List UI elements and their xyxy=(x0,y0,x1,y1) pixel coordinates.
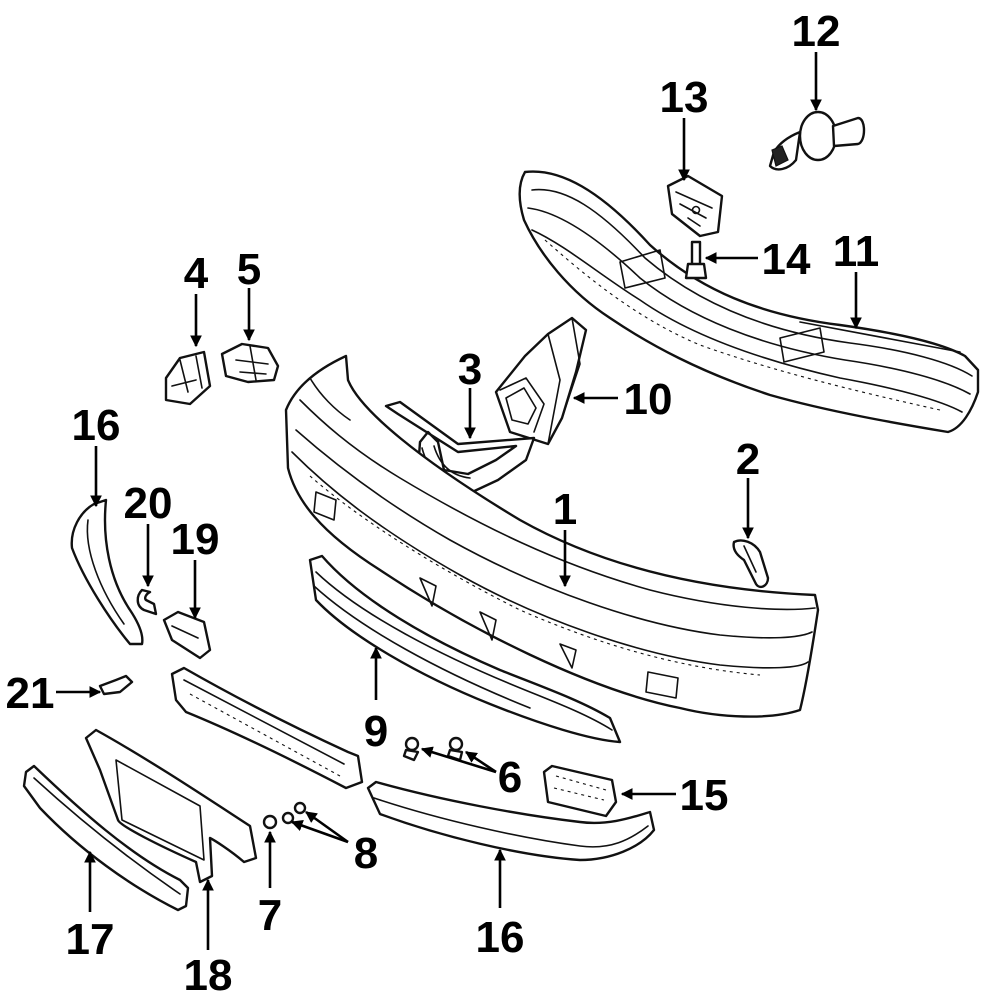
callout-20: 20 xyxy=(124,479,173,528)
callout-10: 10 xyxy=(624,375,673,424)
callout-5: 5 xyxy=(237,245,261,294)
leader-8b xyxy=(305,810,349,844)
callout-21: 21 xyxy=(6,669,55,718)
license-bracket-part xyxy=(170,666,364,790)
callout-3: 3 xyxy=(458,345,482,394)
bulb-part xyxy=(768,110,866,171)
bracket-part-5 xyxy=(220,342,280,384)
reinforcement-bar-part xyxy=(518,170,980,434)
callout-6: 6 xyxy=(498,753,522,802)
bumper-cover-part xyxy=(284,354,820,718)
leader-8a xyxy=(290,820,349,844)
callout-18: 18 xyxy=(184,951,233,1000)
fog-light-part xyxy=(542,764,618,818)
callout-8: 8 xyxy=(354,829,378,878)
callout-2: 2 xyxy=(736,435,760,484)
callout-19: 19 xyxy=(171,515,220,564)
lower-molding-part xyxy=(22,764,190,912)
plate-frame-part xyxy=(84,728,258,884)
callout-labels: 1 2 3 4 5 6 7 8 9 10 11 12 13 14 15 16 1… xyxy=(6,7,880,1000)
callout-9: 9 xyxy=(364,707,388,756)
callout-1: 1 xyxy=(553,485,577,534)
bracket-part-4 xyxy=(164,350,212,406)
bracket-part-13 xyxy=(666,174,724,238)
fastener-parts-6 xyxy=(402,736,464,762)
bolt-part-14 xyxy=(684,240,708,280)
callout-7: 7 xyxy=(258,891,282,940)
side-molding-part-upper xyxy=(70,498,144,646)
callout-12: 12 xyxy=(792,7,841,56)
callout-4: 4 xyxy=(184,249,209,298)
leader-6b xyxy=(465,750,497,774)
front-molding-part-lower xyxy=(366,780,656,862)
callout-15: 15 xyxy=(680,771,729,820)
callout-16-lower: 16 xyxy=(476,913,525,962)
bracket-part-2 xyxy=(732,539,770,589)
side-marker-part xyxy=(162,610,212,660)
callout-11: 11 xyxy=(833,227,880,276)
clip-part-21 xyxy=(98,674,134,696)
air-duct-part xyxy=(494,316,588,446)
callout-16-upper: 16 xyxy=(72,401,121,450)
nut-parts-7-8 xyxy=(262,801,307,830)
callout-17: 17 xyxy=(66,915,115,964)
leader-arrows xyxy=(56,52,862,950)
callout-13: 13 xyxy=(660,73,709,122)
leader-6a xyxy=(420,746,497,774)
clip-part-20 xyxy=(136,588,158,616)
callout-14: 14 xyxy=(762,235,811,284)
lower-grille-part xyxy=(308,554,622,744)
